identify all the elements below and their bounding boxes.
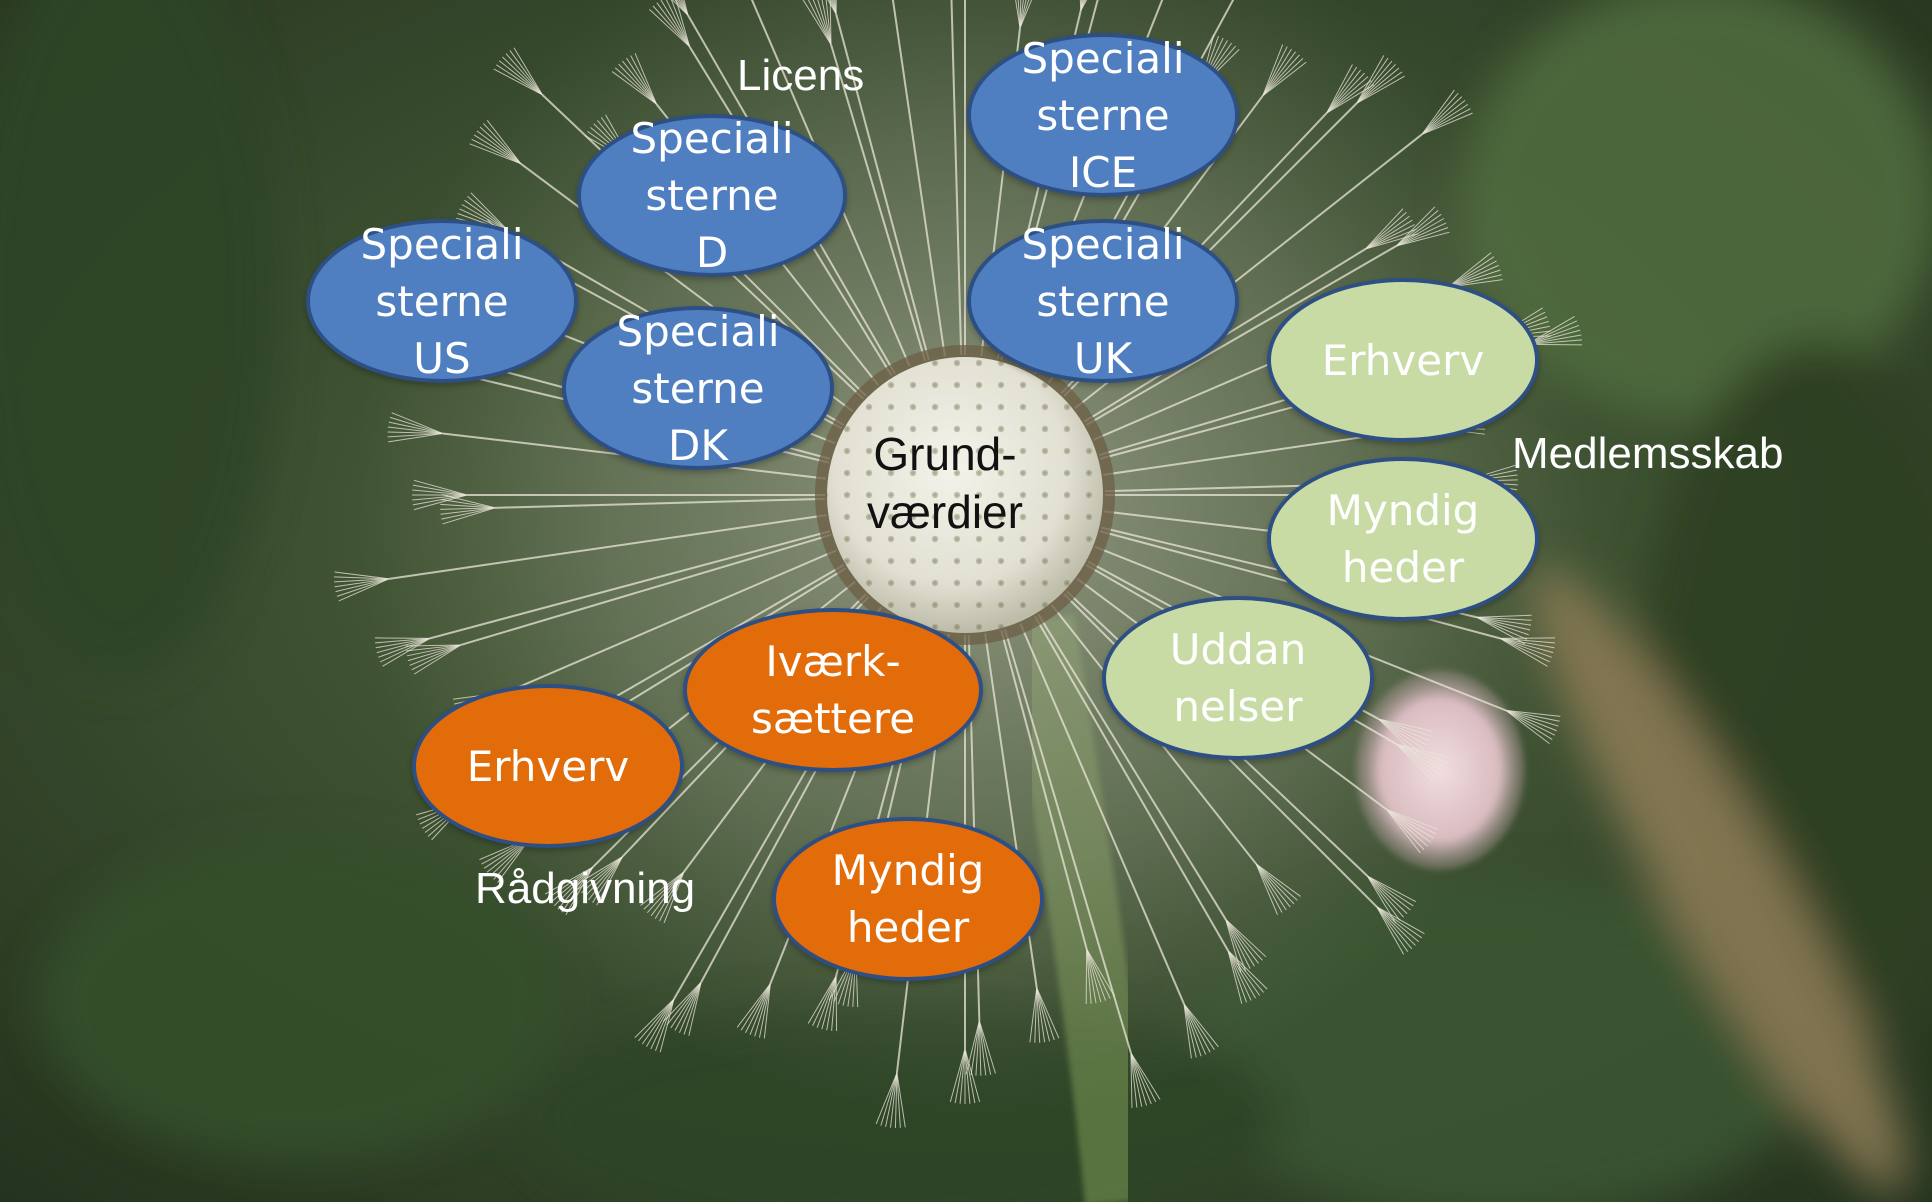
node-raadgivning-ivaerksaettere: Iværk- sættere [683,608,983,772]
group-label-raadgivning: Rådgivning [475,867,695,911]
group-label-medlemsskab: Medlemsskab [1512,432,1783,476]
node-specialisterne-dk: Speciali sterne DK [562,306,834,470]
node-medlemsskab-erhverv: Erhverv [1267,278,1539,442]
node-medlemsskab-uddannelser: Uddan nelser [1102,596,1374,760]
center-core-text: Grund- værdier [845,425,1045,541]
node-specialisterne-d: Speciali sterne D [577,114,847,277]
node-specialisterne-uk: Speciali sterne UK [967,219,1239,383]
node-raadgivning-erhverv: Erhverv [412,684,684,848]
group-label-licens: Licens [737,54,864,98]
node-specialisterne-us: Speciali sterne US [306,219,578,383]
node-raadgivning-myndigheder: Myndig heder [772,817,1044,981]
node-medlemsskab-myndigheder: Myndig heder [1267,457,1539,621]
node-specialisterne-ice: Speciali sterne ICE [967,33,1239,197]
